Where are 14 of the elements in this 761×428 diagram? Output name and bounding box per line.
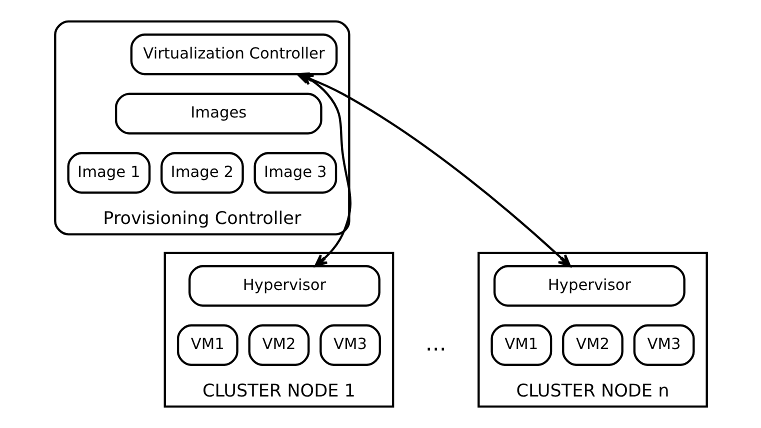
node-box: Virtualization Controller (130, 34, 338, 76)
node-box: VM1 (176, 324, 238, 366)
node-box: Image 2 (160, 152, 244, 194)
node-box: Image 1 (66, 152, 150, 194)
node-box: VM3 (632, 324, 694, 366)
node-box: VM2 (248, 324, 310, 366)
node-box: VM3 (319, 324, 380, 366)
label: ... (424, 332, 446, 357)
node-box: VM2 (562, 324, 623, 366)
node-box: Hypervisor (492, 265, 685, 307)
node-box: Hypervisor (188, 265, 380, 307)
node-box: VM1 (490, 324, 552, 366)
node-box: Image 3 (253, 152, 337, 194)
node-box: Images (114, 92, 322, 134)
